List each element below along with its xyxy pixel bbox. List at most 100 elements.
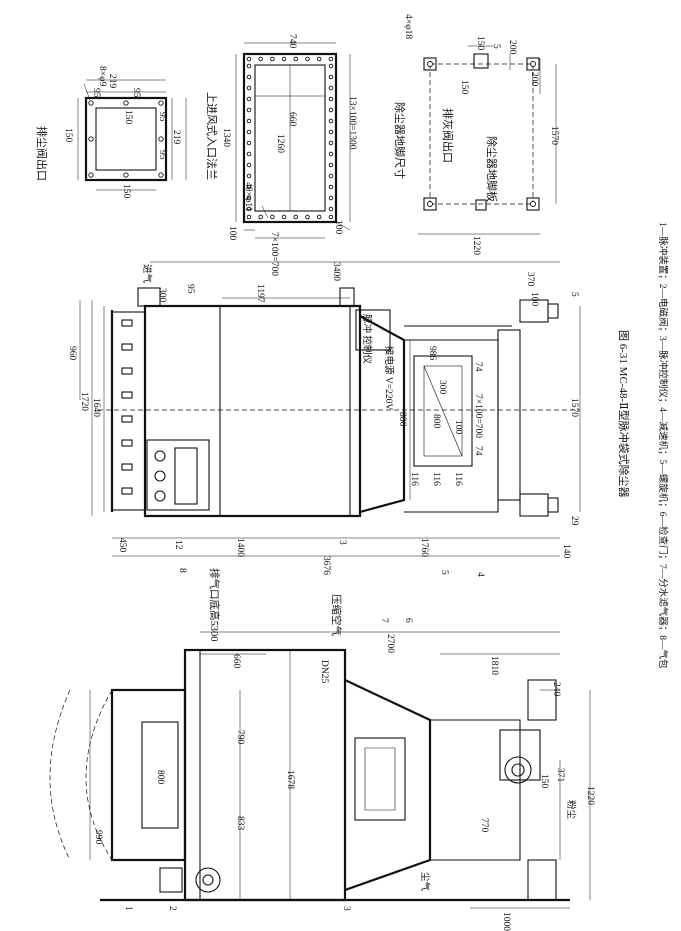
dim-150-inner: 150: [123, 110, 133, 125]
pulse-nozzle: [121, 439, 133, 447]
bolt-hole: [246, 63, 252, 69]
bolt-hole: [246, 107, 252, 113]
dim-8xphi9: 8×φ9: [97, 66, 107, 87]
bolt-hole: [293, 214, 299, 220]
dim-95-b: 95: [131, 88, 141, 98]
dim-1197: 1197: [255, 284, 265, 303]
dim-95-a: 95: [91, 88, 101, 98]
bolt-hole: [328, 162, 334, 168]
dim-7x100: 7×100=700: [269, 232, 279, 276]
bolt-hole: [305, 214, 310, 220]
dim-800-door: 800: [431, 414, 441, 429]
dim-1260: 1260: [275, 134, 285, 153]
dim-3400: 3400: [331, 262, 341, 281]
dim-660: 660: [287, 112, 297, 127]
item-5: 5: [439, 570, 449, 575]
bolt-hole: [258, 56, 263, 62]
dim-300-elev: 300: [157, 288, 167, 303]
bolt-hole: [328, 195, 334, 201]
dim-886: 886: [397, 412, 407, 427]
pulse-nozzle: [121, 463, 133, 471]
bolt-hole: [316, 56, 322, 62]
bolt-hole: [246, 56, 252, 62]
item-8: 8: [177, 568, 187, 573]
dim-1400: 1400: [235, 538, 245, 557]
bolt-hole: [270, 214, 275, 220]
bolt-hole: [293, 56, 299, 62]
dim-95-c: 95: [157, 112, 167, 122]
dim-7x100-door: 7×100=700: [473, 394, 483, 438]
bolt-hole: [328, 85, 334, 91]
dim-116-b: 116: [431, 472, 441, 486]
dim-1000: 1000: [501, 912, 511, 931]
item-7: 7: [379, 618, 389, 623]
figure-legend: 1—脉冲装置；2—电磁阀；3—脉冲控制仪；4—减速机；5—螺旋机；6—检查门；7…: [657, 222, 667, 669]
label-dn25: DN25: [319, 660, 329, 684]
dim-40xphi11: 40×φ11: [243, 182, 253, 212]
dim-5-elev: 5: [569, 292, 579, 297]
dim-770: 770: [479, 818, 489, 833]
pulse-nozzle: [121, 391, 133, 399]
label-intake: 进气: [141, 264, 151, 284]
dim-1570-plan: 1570: [549, 126, 559, 145]
bolt-hole: [328, 107, 334, 113]
bolt-hole: [328, 214, 334, 220]
dust-outlet-title: 排尘阀出口: [35, 126, 47, 181]
dim-219-right: 219: [171, 130, 181, 145]
bolt-hole: [270, 56, 275, 62]
dim-4xphi18: 4×φ18: [403, 14, 413, 40]
bolt-hole: [246, 184, 252, 190]
bolt-hole: [328, 151, 334, 157]
lower-elevation-view: [49, 631, 591, 909]
bolt-hole: [305, 56, 310, 62]
dim-986: 986: [427, 346, 437, 361]
dim-1570-elev: 1570: [569, 398, 579, 417]
dim-1640: 1640: [91, 398, 101, 417]
dim-240: 240: [551, 682, 561, 697]
dim-1220-plan: 1220: [471, 236, 481, 255]
dim-1720: 1720: [79, 392, 89, 411]
dim-95-d: 95: [157, 150, 167, 160]
dim-150-bottom: 150: [121, 184, 131, 199]
bolt-hole: [328, 206, 334, 212]
pulse-nozzle: [121, 343, 133, 351]
item-4: 4: [475, 572, 485, 577]
dim-13x100: 13×100=1300: [347, 96, 357, 150]
bolt-hole: [246, 173, 252, 179]
figure-caption: 图 6-31 MC-48-Ⅱ型脉冲袋式除尘器: [617, 330, 629, 498]
bolt-hole: [328, 129, 334, 135]
bolt-hole: [281, 56, 287, 62]
dim-150-elev: 150: [539, 774, 549, 789]
dim-833: 833: [235, 816, 245, 831]
upper-elevation-view: [79, 261, 581, 557]
dim-140: 140: [561, 544, 571, 559]
pulse-nozzle: [121, 415, 133, 423]
label-compressed-air: 压缩空气: [330, 594, 341, 636]
bolt-hole: [246, 85, 252, 91]
anchor-title: 除尘器地脚尺寸: [393, 102, 405, 179]
dim-150-b: 150: [459, 80, 469, 95]
bolt-hole: [328, 140, 334, 146]
label-exhaust-height: 排气口底高5300: [208, 568, 219, 642]
dust-outlet-view: [77, 79, 187, 191]
dim-29: 29: [569, 516, 579, 526]
item-3: 3: [341, 906, 351, 911]
bolt-hole: [246, 162, 252, 168]
dim-1220-elev: 1220: [585, 786, 595, 805]
dim-1760: 1760: [419, 538, 429, 557]
dim-990: 990: [93, 830, 103, 845]
dim-3676: 3676: [321, 556, 331, 575]
dim-960: 960: [67, 346, 77, 361]
ash-outlet-title: 排灰阀出口: [441, 108, 453, 163]
item-1: 1: [123, 906, 133, 911]
bolt-hole: [328, 96, 334, 102]
dim-116-a: 116: [453, 472, 463, 486]
dim-790: 790: [235, 730, 245, 745]
dim-5: 5: [491, 44, 501, 49]
bolt-hole: [246, 96, 252, 102]
dim-150-a: 150: [475, 36, 485, 51]
label-dusty-gas: 尘气: [419, 872, 429, 892]
dim-2700: 2700: [385, 634, 395, 653]
dim-740: 740: [287, 34, 297, 49]
label-power: 接电源 V=220V: [383, 346, 393, 411]
